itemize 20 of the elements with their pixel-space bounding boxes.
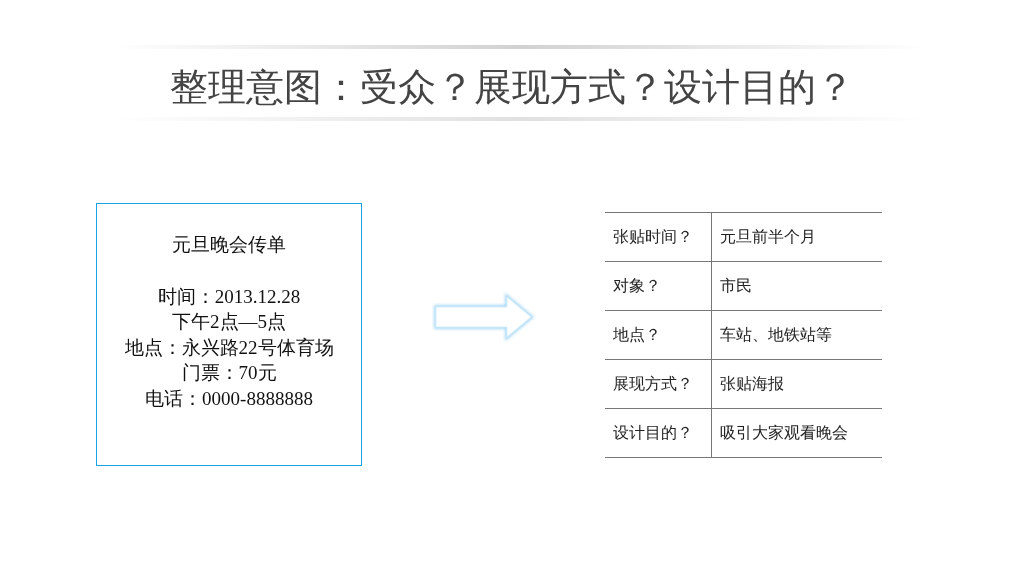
flyer-line: 时间：2013.12.28 — [156, 284, 302, 309]
table-cell-question: 展现方式？ — [613, 374, 693, 394]
slide-title: 整理意图：受众？展现方式？设计目的？ — [169, 65, 855, 110]
table-cell-question: 地点？ — [613, 325, 661, 345]
info-table — [605, 212, 882, 458]
table-cell-question: 设计目的？ — [613, 423, 693, 443]
block-arrow — [434, 292, 535, 342]
table-cell-question: 张贴时间？ — [613, 227, 693, 247]
flyer-line: 电话：0000-8888888 — [144, 386, 314, 411]
flyer-heading: 元旦晚会传单 — [171, 233, 287, 257]
table-cell-question: 对象？ — [613, 276, 661, 296]
flyer-line: 下午2点—5点 — [171, 310, 287, 334]
flyer-line: 门票：70元 — [180, 361, 278, 385]
table-cell-value: 车站、地铁站等 — [720, 325, 832, 345]
table-cell-value: 吸引大家观看晚会 — [720, 423, 848, 443]
flyer-card — [96, 203, 362, 466]
flyer-line: 地点：永兴路22号体育场 — [123, 335, 335, 360]
table-cell-value: 市民 — [720, 276, 752, 296]
table-cell-value: 元旦前半个月 — [720, 227, 816, 247]
table-cell-value: 张贴海报 — [720, 374, 784, 394]
